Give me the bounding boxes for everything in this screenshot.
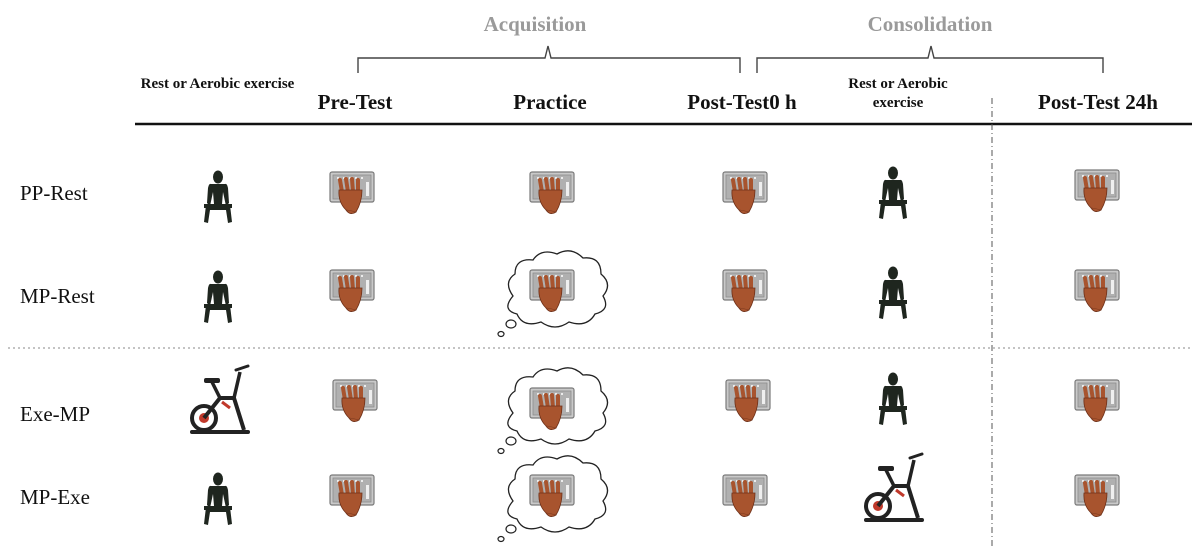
keyboard-hand-icon (528, 170, 576, 216)
column-header-consolidation-condition: Rest or Aerobic exercise (848, 76, 948, 111)
column-header-practice: Practice (513, 90, 587, 114)
keyboard-hand-icon (721, 473, 769, 519)
keyboard-hand-icon (721, 268, 769, 314)
keyboard-hand-icon (721, 170, 769, 216)
phase-title-consolidation: Consolidation (867, 12, 993, 36)
seated-person-icon (204, 472, 232, 525)
keyboard-hand-icon (724, 378, 772, 424)
keyboard-hand-icon (1073, 268, 1121, 314)
seated-person-icon (879, 166, 907, 219)
column-header-post-test-24h: Post-Test 24h (1038, 90, 1158, 114)
keyboard-hand-icon (328, 473, 376, 519)
keyboard-hand-icon (331, 378, 379, 424)
row-label-mp-exe: MP-Exe (20, 485, 90, 509)
row-label-exe-mp: Exe-MP (20, 402, 90, 426)
keyboard-hand-icon (328, 170, 376, 216)
seated-person-icon (879, 266, 907, 319)
keyboard-hand-icon (328, 268, 376, 314)
column-header-pre-test: Pre-Test (317, 90, 393, 114)
acquisition-brace (357, 45, 741, 73)
column-header-post-test-0h: Post-Test0 h (687, 90, 797, 114)
phase-title-acquisition: Acquisition (483, 12, 587, 36)
exercise-bike-icon (190, 364, 250, 434)
row-label-mp-rest: MP-Rest (20, 284, 95, 308)
keyboard-hand-icon (1073, 473, 1121, 519)
row-label-pp-rest: PP-Rest (20, 181, 88, 205)
seated-person-icon (204, 270, 232, 323)
consolidation-brace (756, 45, 1104, 73)
column-header-pre-condition: Rest or Aerobic exercise (140, 76, 295, 92)
keyboard-hand-icon (1073, 168, 1121, 214)
exercise-bike-icon (864, 452, 924, 522)
seated-person-icon (204, 170, 232, 223)
keyboard-hand-icon (1073, 378, 1121, 424)
seated-person-icon (879, 372, 907, 425)
